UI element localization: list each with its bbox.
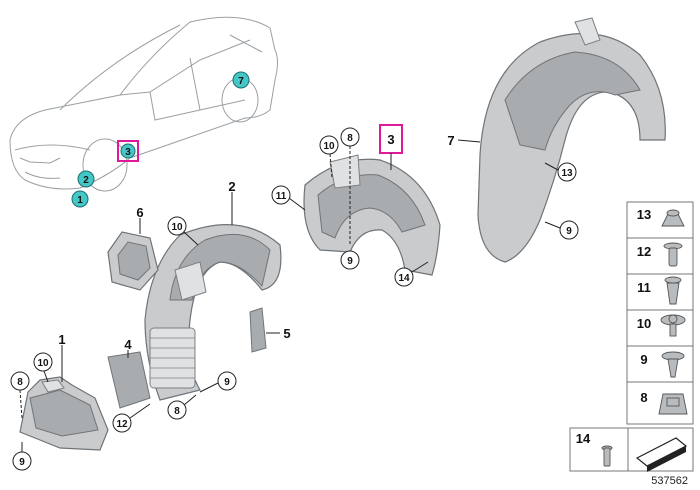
svg-text:10: 10 — [323, 141, 335, 152]
part-label-5: 5 — [283, 326, 290, 341]
legend-row-12[interactable]: 12 — [637, 242, 683, 267]
diagram-reference-number: 537562 — [651, 475, 688, 487]
part-label-4: 4 — [124, 337, 132, 352]
svg-text:9: 9 — [224, 377, 230, 388]
svg-text:10: 10 — [637, 316, 651, 331]
legend-row-14[interactable]: 14 — [576, 431, 613, 467]
screw-clip-9-icon — [661, 351, 685, 378]
callout-13[interactable]: 13 — [557, 162, 577, 182]
callout-10-left[interactable]: 10 — [33, 352, 53, 372]
svg-text:9: 9 — [566, 226, 572, 237]
legend-row-9[interactable]: 9 — [640, 351, 685, 378]
callout-10-part2[interactable]: 10 — [167, 216, 187, 236]
fastener-legend — [569, 201, 694, 472]
expanding-rivet-11-icon — [664, 276, 682, 305]
part-2-shape[interactable] — [144, 224, 282, 401]
svg-text:8: 8 — [640, 390, 647, 405]
callout-9-middle[interactable]: 9 — [217, 371, 237, 391]
svg-text:12: 12 — [637, 244, 651, 259]
svg-text:9: 9 — [347, 256, 353, 267]
svg-text:11: 11 — [637, 280, 651, 295]
car-marker-3-label: 3 — [125, 147, 131, 158]
stud-14-icon — [601, 445, 613, 467]
svg-text:8: 8 — [17, 377, 23, 388]
callout-14[interactable]: 14 — [394, 267, 414, 287]
part-1-shape[interactable] — [19, 376, 109, 451]
car-marker-2[interactable]: 2 — [77, 170, 95, 188]
svg-text:10: 10 — [171, 222, 183, 233]
part-label-7: 7 — [447, 133, 454, 148]
push-clip-12-icon — [663, 242, 683, 267]
spring-nut-8-icon — [658, 393, 688, 415]
svg-text:8: 8 — [174, 406, 180, 417]
legend-row-10[interactable]: 10 — [637, 314, 686, 337]
material-sheet-icon — [635, 437, 688, 472]
callout-8-middle[interactable]: 8 — [167, 400, 187, 420]
part-label-2: 2 — [228, 179, 235, 194]
nut-13-icon — [661, 209, 685, 227]
callout-11[interactable]: 11 — [271, 185, 291, 205]
car-marker-3-highlighted[interactable]: 3 — [117, 140, 139, 162]
part-label-1: 1 — [58, 332, 65, 347]
part-7-shape[interactable] — [477, 17, 666, 263]
svg-text:10: 10 — [37, 358, 49, 369]
svg-text:13: 13 — [637, 207, 651, 222]
legend-row-8[interactable]: 8 — [640, 390, 688, 415]
svg-text:9: 9 — [640, 352, 647, 367]
svg-text:11: 11 — [276, 191, 287, 202]
car-marker-7-label: 7 — [238, 76, 244, 87]
part-label-3: 3 — [387, 132, 394, 147]
svg-text:14: 14 — [576, 431, 591, 446]
car-marker-2-label: 2 — [83, 175, 89, 186]
part-label-6: 6 — [136, 205, 143, 220]
part-6-shape[interactable] — [107, 231, 159, 291]
part-4-shape[interactable] — [107, 351, 151, 409]
callout-10-part3[interactable]: 10 — [319, 135, 339, 155]
car-marker-1-label: 1 — [77, 195, 83, 206]
car-marker-7[interactable]: 7 — [232, 71, 250, 89]
callout-8-part3[interactable]: 8 — [340, 127, 360, 147]
part-5-shape[interactable] — [249, 307, 267, 353]
callout-12[interactable]: 12 — [112, 413, 132, 433]
legend-row-13[interactable]: 13 — [637, 207, 685, 227]
clip-10-icon — [660, 314, 686, 337]
part-3-shape[interactable] — [303, 154, 441, 276]
svg-text:12: 12 — [116, 419, 128, 430]
svg-text:9: 9 — [19, 457, 25, 468]
callout-9-part3[interactable]: 9 — [340, 250, 360, 270]
car-outline — [9, 16, 278, 192]
callout-9-left[interactable]: 9 — [12, 451, 32, 471]
callout-8-left[interactable]: 8 — [10, 371, 30, 391]
callout-9-part7[interactable]: 9 — [559, 220, 579, 240]
svg-text:8: 8 — [347, 133, 353, 144]
legend-row-11[interactable]: 11 — [637, 276, 682, 305]
car-marker-1[interactable]: 1 — [71, 190, 89, 208]
svg-text:14: 14 — [398, 273, 410, 284]
svg-text:13: 13 — [561, 168, 573, 179]
